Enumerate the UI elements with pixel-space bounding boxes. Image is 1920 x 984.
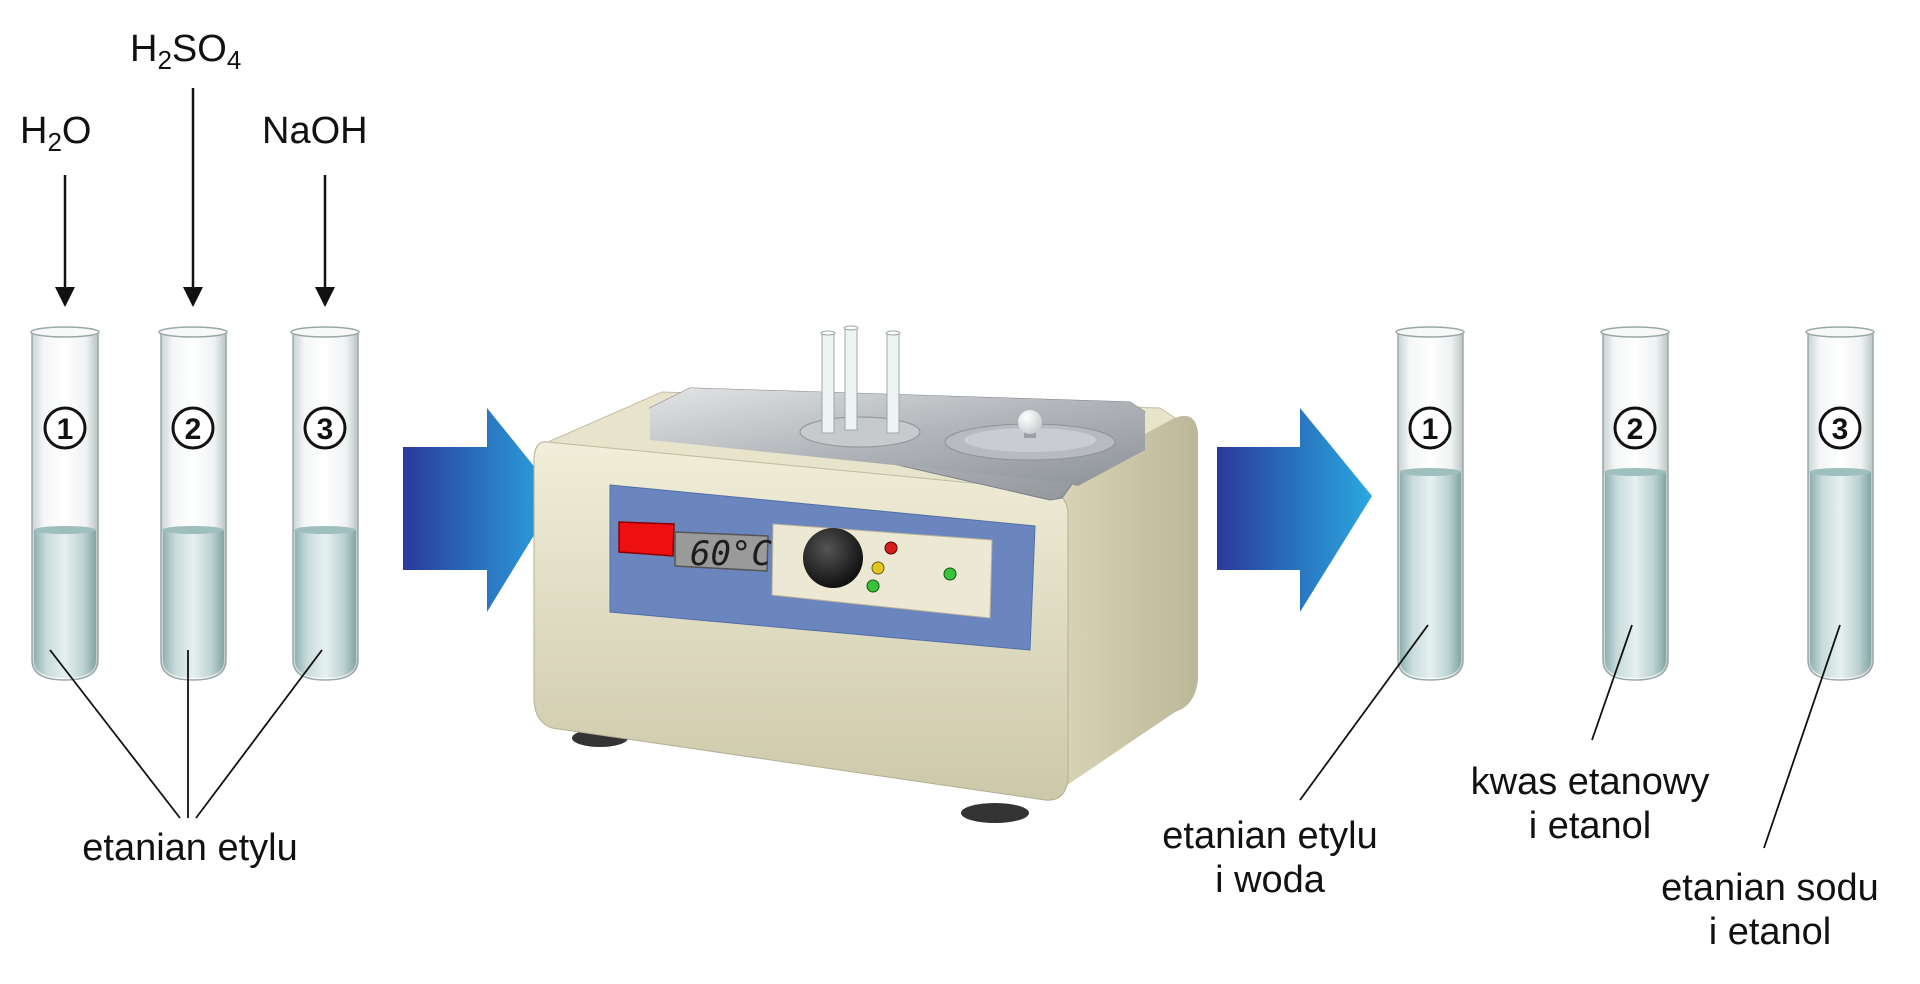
tube-number: 2 (1627, 413, 1644, 446)
indicator-light-red (884, 541, 898, 555)
leader-line (1763, 624, 1841, 849)
heating-bath: 60°C (533, 325, 1198, 823)
caption-right-2: kwas etanowy i etanol (1420, 760, 1760, 848)
tube-left-3 (290, 326, 360, 681)
indicator-light-green (943, 567, 957, 581)
indicator-light-yellow (871, 561, 885, 575)
process-arrow-1 (403, 408, 558, 612)
tube-number: 3 (1832, 413, 1849, 446)
process-arrow-2 (1217, 408, 1372, 612)
control-knob (803, 528, 863, 588)
tube-number-circle (171, 406, 215, 450)
caption-right-1: etanian etylu i woda (1120, 814, 1420, 902)
leader-line (49, 649, 181, 819)
leader-line (1591, 624, 1633, 741)
caption-line: i etanol (1528, 805, 1652, 847)
tube-right-2 (1600, 326, 1670, 681)
tube-number: 1 (57, 413, 74, 446)
leader-line (1299, 624, 1429, 801)
reagent-label-water: H2O (20, 110, 92, 157)
tube-number-circle (43, 406, 87, 450)
tube-number: 1 (1422, 413, 1439, 446)
caption-left: etanian etylu (82, 827, 298, 869)
caption-right-3: etanian sodu i etanol (1630, 866, 1910, 954)
tube-number-circle (1613, 406, 1657, 450)
caption-line: etanian sodu (1661, 867, 1879, 909)
tube-number-circle (303, 406, 347, 450)
tube-number-circle (1818, 406, 1862, 450)
tube-number-circle (1408, 406, 1452, 450)
tube-left-1 (30, 326, 100, 681)
caption-line: etanian etylu (1162, 815, 1378, 857)
reagent-label-base: NaOH (262, 110, 368, 152)
indicator-light-green (866, 579, 880, 593)
leader-line (195, 649, 323, 819)
tube-left-2 (158, 326, 228, 681)
caption-line: kwas etanowy (1470, 761, 1710, 803)
temperature-display: 60°C (690, 534, 772, 574)
caption-line: i woda (1215, 859, 1325, 901)
reagent-label-acid: H2SO4 (130, 28, 242, 75)
caption-line: i etanol (1708, 911, 1832, 953)
tube-number: 2 (185, 413, 202, 446)
tube-number: 3 (317, 413, 334, 446)
tube-right-1 (1395, 326, 1465, 681)
